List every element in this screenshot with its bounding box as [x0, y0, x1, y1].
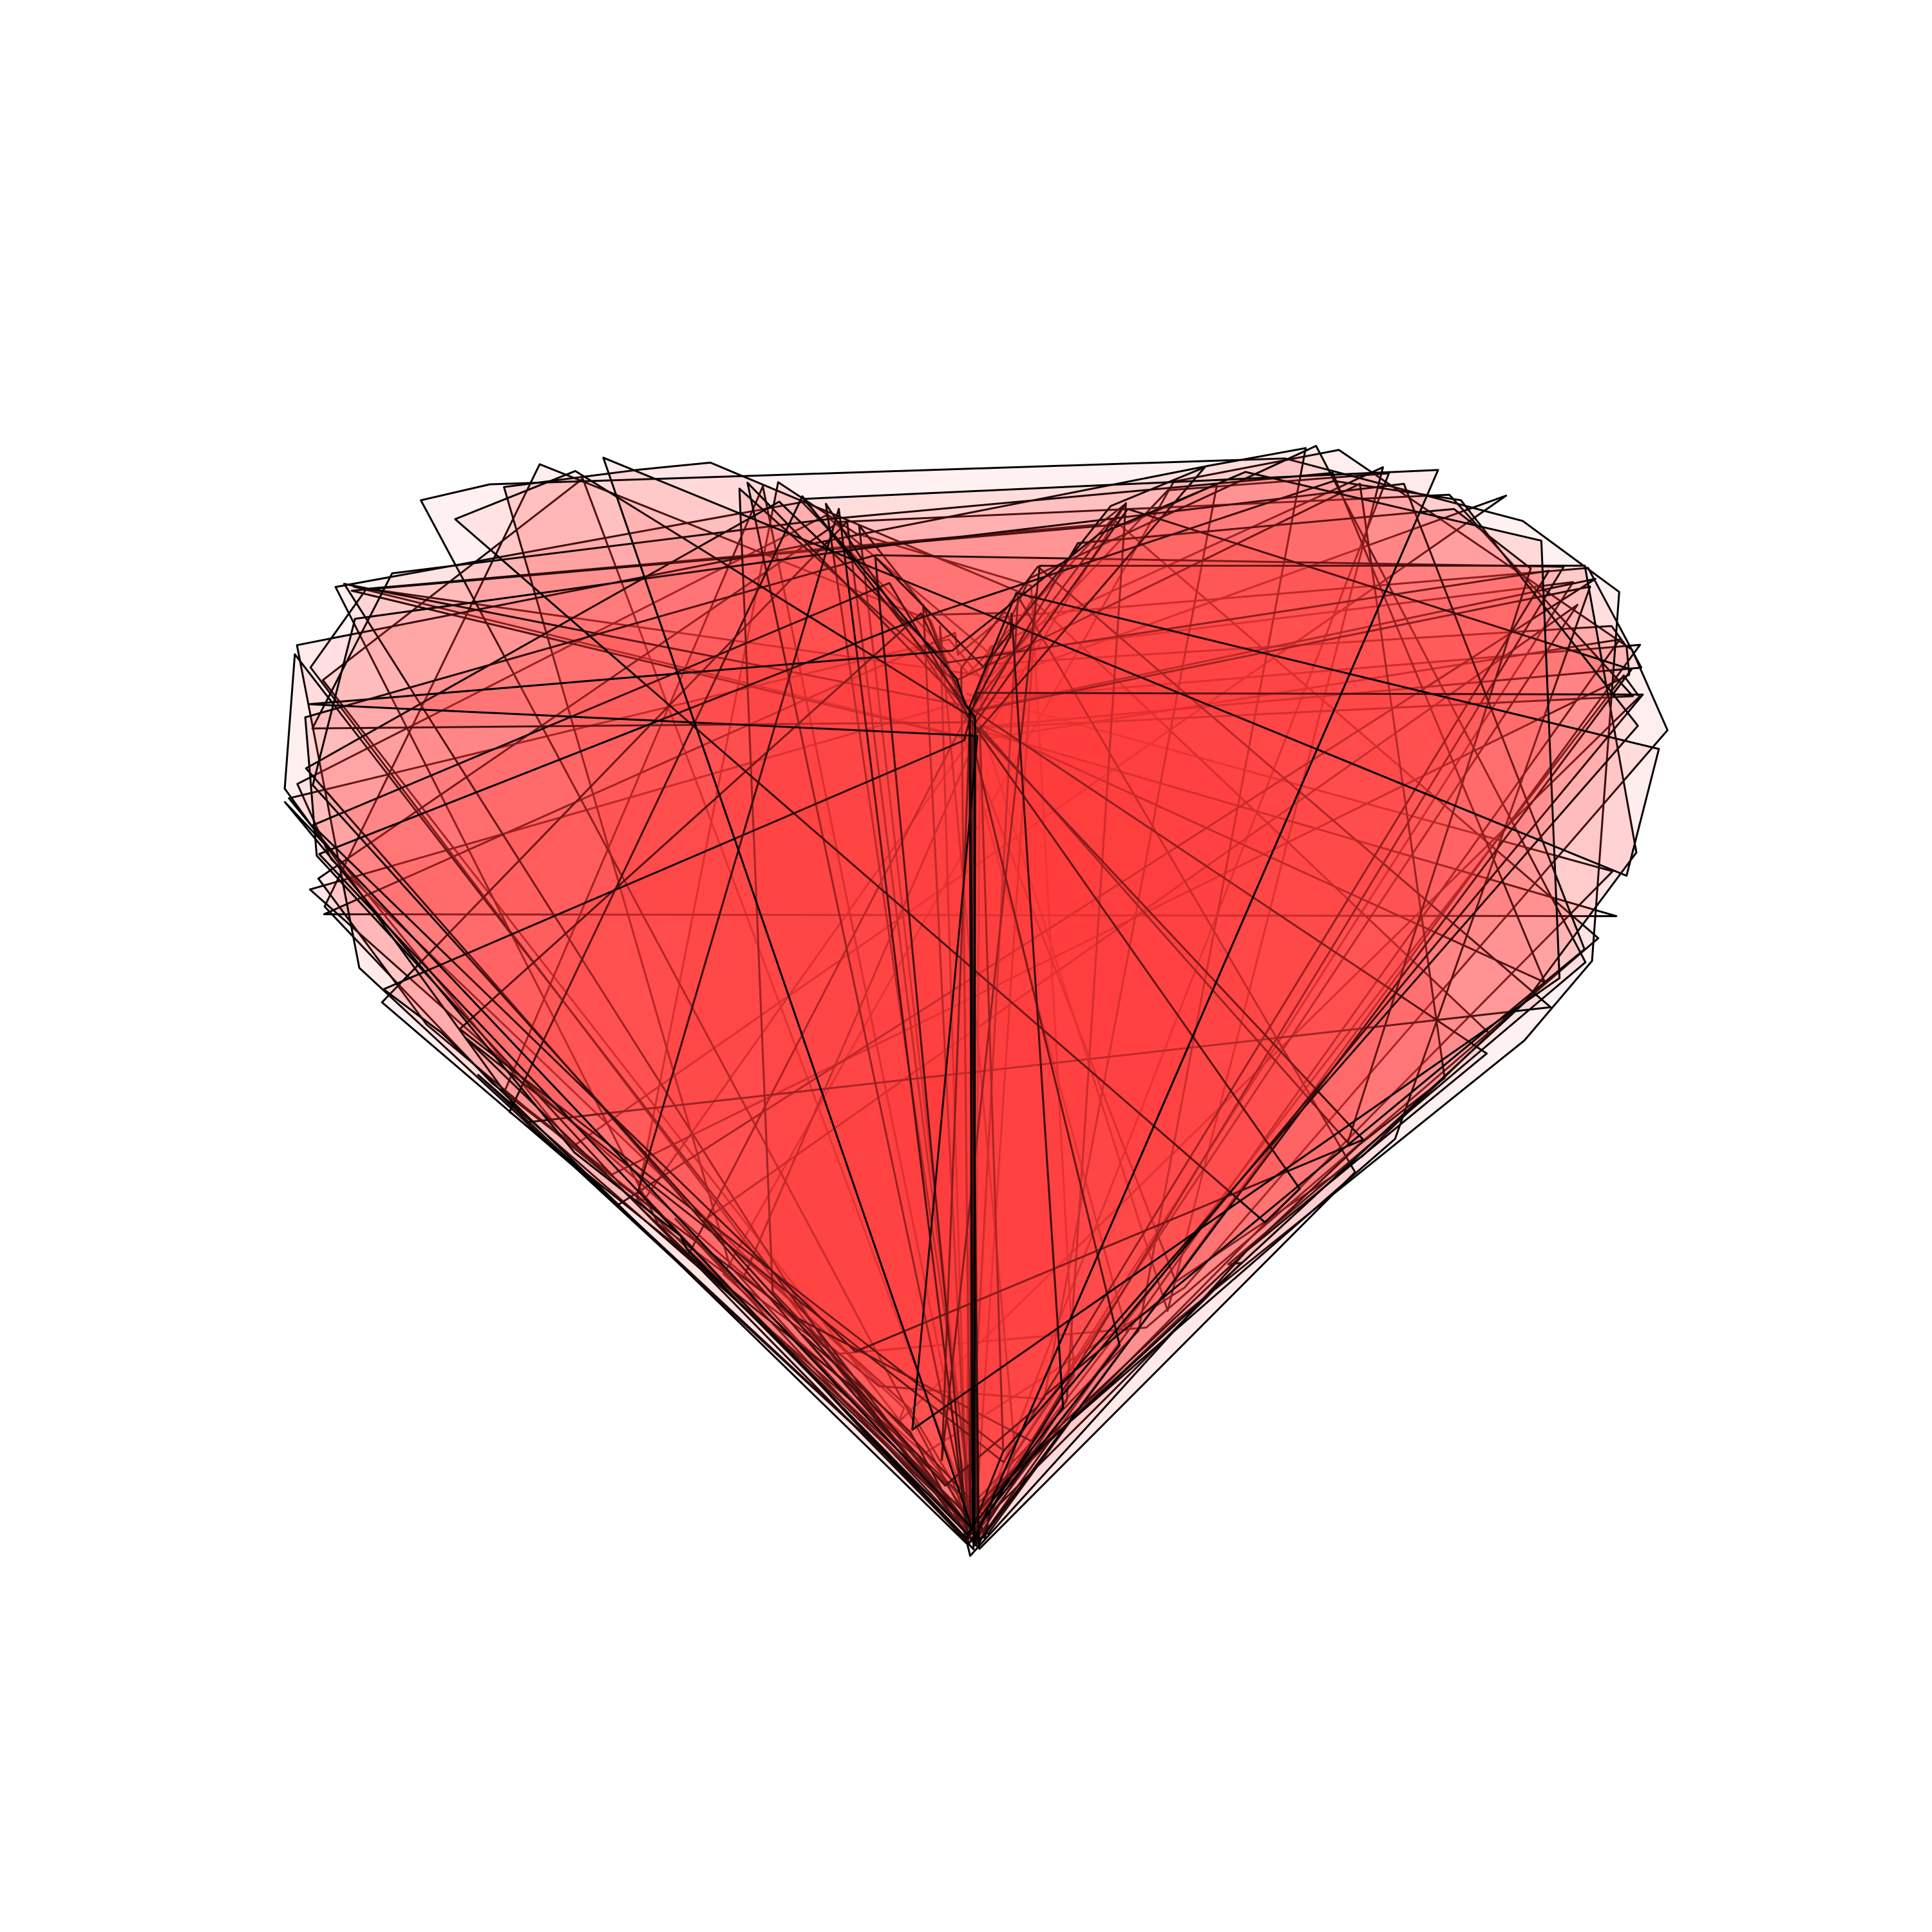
- heart-polygon-layer: [311, 582, 1365, 1353]
- heart-polygon-layer: [459, 507, 1532, 1452]
- heart-polygon-layer: [283, 565, 1552, 1528]
- heart-polygon-layer: [323, 567, 1643, 918]
- heart-polygon-layer: [305, 500, 1550, 1530]
- heart-polygon-layer: [723, 449, 1669, 1455]
- heart-polygon-layer: [307, 471, 1561, 1431]
- heart-polygon-layer: [312, 482, 1586, 1487]
- heart-polygon-layer: [454, 469, 1301, 1224]
- heart-polygon-layer: [381, 520, 1596, 1544]
- heart-polygon-layer: [802, 469, 1439, 1542]
- heart-polygon-layers: [283, 444, 1669, 1557]
- heart-polygon-layer: [383, 692, 1644, 1546]
- heart-polygon-layer: [508, 495, 1488, 1557]
- heart-polygon-layer: [738, 482, 1446, 1506]
- heart-polygon-layer: [602, 457, 1660, 1532]
